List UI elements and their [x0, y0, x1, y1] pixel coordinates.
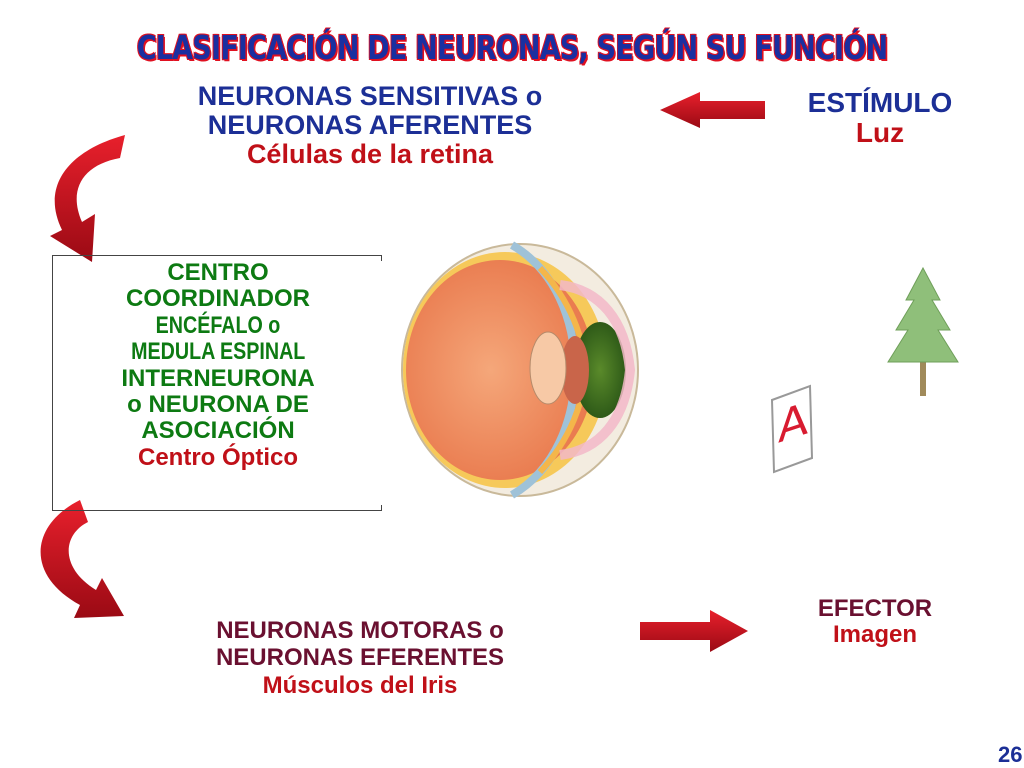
letter-card-image — [770, 384, 814, 474]
center-example: Centro Óptico — [138, 443, 298, 471]
tree-icon — [887, 266, 959, 396]
sensory-neurons-block: NEURONAS SENSITIVAS o NEURONAS AFERENTES… — [115, 81, 625, 170]
center-line-7: ASOCIACIÓN — [141, 417, 295, 445]
sensory-line-2: NEURONAS AFERENTES — [207, 110, 533, 141]
center-line-3: ENCÉFALO o — [155, 311, 281, 339]
motor-neurons-block: NEURONAS MOTORAS o NEURONAS EFERENTES Mú… — [150, 617, 570, 699]
sensory-example: Células de la retina — [246, 139, 494, 170]
motor-example: Músculos del Iris — [262, 671, 458, 699]
box-right-tick-top — [381, 255, 382, 261]
coordinating-center-text: CENTRO COORDINADOR ENCÉFALO o MEDULA ESP… — [60, 259, 376, 471]
center-line-2: COORDINADOR — [126, 285, 310, 313]
center-line-1: CENTRO — [167, 259, 269, 286]
center-line-6: o NEURONA DE — [127, 390, 309, 418]
stimulus-block: ESTÍMULO Luz — [770, 87, 990, 149]
center-line-4: MEDULA ESPINAL — [130, 338, 306, 366]
effector-example: Imagen — [832, 620, 918, 648]
coordinating-center-box — [52, 255, 382, 511]
page-number: 26 — [998, 742, 1023, 767]
motor-line-2: NEURONAS EFERENTES — [215, 644, 505, 672]
center-line-5: INTERNEURONA — [121, 364, 315, 392]
card-letter: A — [778, 393, 809, 454]
curved-arrow-center-to-motor — [40, 500, 124, 618]
effector-label: EFECTOR — [817, 595, 933, 622]
curved-arrow-sensory-to-center — [50, 135, 125, 262]
arrow-motor-to-effector — [640, 610, 748, 652]
motor-line-1: NEURONAS MOTORAS o — [216, 617, 504, 644]
page-title: CLASIFICACIÓN DE NEURONAS, SEGÚN SU FUNC… — [136, 28, 888, 67]
eye-cross-section-illustration — [401, 241, 639, 499]
effector-block: EFECTOR Imagen — [780, 596, 970, 648]
sensory-line-1: NEURONAS SENSITIVAS o — [197, 81, 543, 111]
stimulus-label: ESTÍMULO — [807, 87, 953, 118]
arrow-stimulus-to-sensory — [660, 92, 765, 128]
stimulus-example: Luz — [855, 117, 905, 149]
box-right-tick-bottom — [381, 505, 382, 511]
